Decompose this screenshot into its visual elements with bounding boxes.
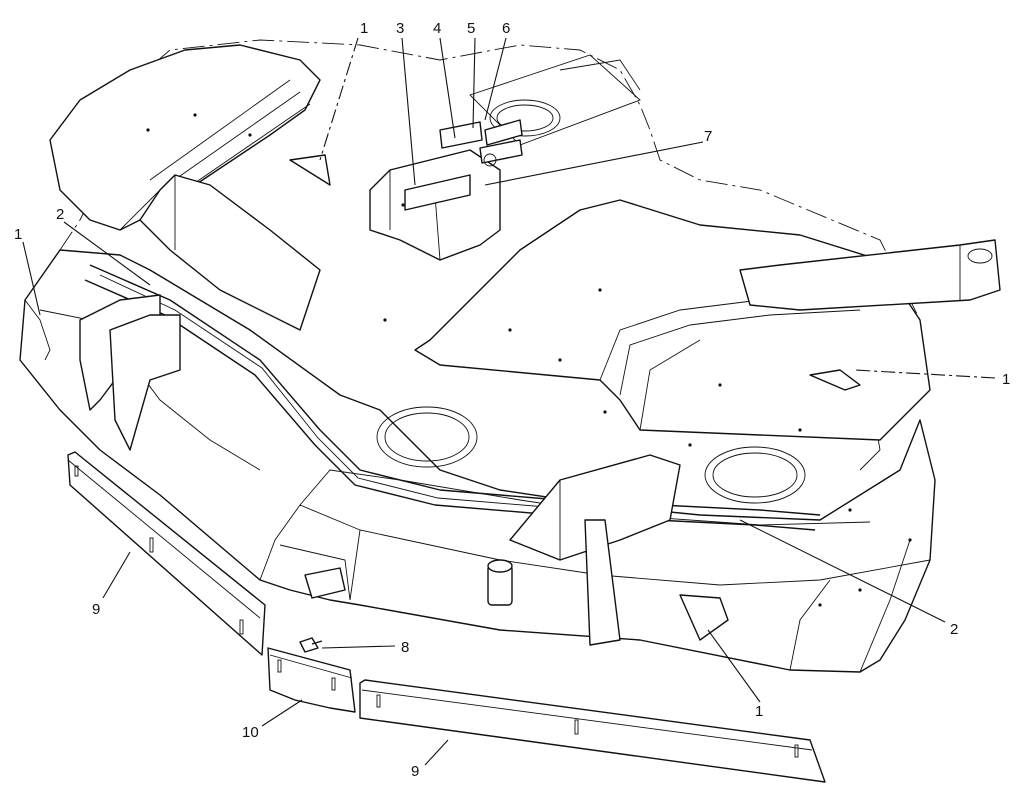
- callout-6: 6: [502, 20, 510, 37]
- callout-1: 1: [360, 20, 368, 37]
- callout-1: 1: [1002, 371, 1010, 388]
- hitch-bracket: [487, 454, 681, 646]
- deflector-left: [49, 44, 321, 331]
- skid-strip-bottom: [359, 679, 826, 783]
- callout-9: 9: [411, 763, 419, 780]
- lift-arm: [739, 239, 1001, 311]
- center-cover: [369, 119, 523, 261]
- callout-4: 4: [433, 20, 441, 37]
- fastener-holes: [146, 113, 912, 607]
- callout-leaders: [22, 37, 996, 766]
- callout-2: 2: [56, 206, 64, 223]
- callout-1: 1: [14, 226, 22, 243]
- callout-9: 9: [92, 601, 100, 618]
- callout-3: 3: [396, 20, 404, 37]
- left-upright-brackets: [24, 294, 181, 451]
- callout-10: 10: [242, 724, 259, 741]
- bolt: [299, 637, 323, 653]
- side-mount-plate: [304, 567, 346, 599]
- corner-skid-strip: [267, 647, 356, 713]
- blade-openings: [376, 99, 806, 504]
- skid-strip-left: [67, 451, 266, 656]
- callout-numbers: 1 3 4 5 6 7 2 1 1 9 8 2 10 1 9: [14, 20, 1010, 780]
- callout-8: 8: [401, 639, 409, 656]
- callout-5: 5: [467, 20, 475, 37]
- callout-2: 2: [950, 621, 958, 638]
- callout-1: 1: [755, 703, 763, 720]
- callout-7: 7: [704, 128, 712, 145]
- decals: [289, 154, 729, 641]
